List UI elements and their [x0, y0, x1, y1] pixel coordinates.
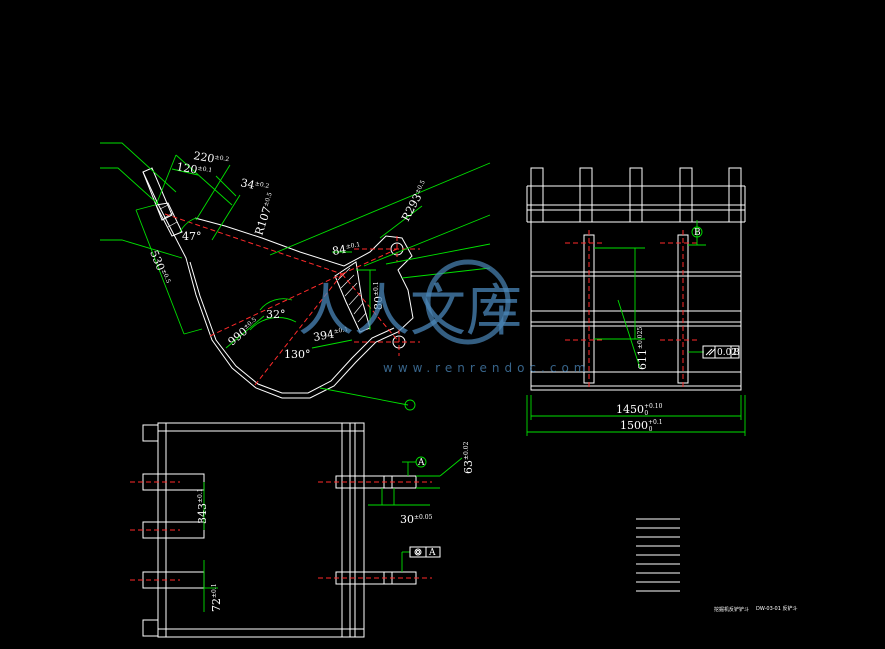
bucket-inner-profile [189, 261, 395, 394]
title-code: DW-03-01 反铲斗 [756, 605, 798, 612]
coaxiality-ref: A [428, 548, 436, 558]
dim-611: 611±0.025 [636, 327, 649, 370]
parallelism-ref: B [733, 348, 740, 358]
top-body [142, 422, 417, 638]
front-dimension-lines [526, 220, 746, 436]
front-centerlines [565, 230, 700, 388]
datum-a-label: A [417, 458, 425, 468]
parallelism-value: 0.02 [717, 348, 737, 358]
dim-84: 84±0.1 [331, 240, 361, 258]
dim-343: 343±0.1 [196, 488, 209, 524]
centerline-b [209, 273, 343, 337]
datum-b-marker [691, 226, 703, 238]
front-blade [526, 185, 746, 223]
dim-80: 80±0.1 [372, 281, 385, 310]
top-centerlines [130, 481, 432, 581]
dim-r293: R293±0.5 [399, 178, 431, 223]
watermark: 人人文库 www.renrendoc.com [298, 259, 590, 375]
centerline-d [341, 248, 398, 275]
weld-hatching [159, 204, 367, 323]
dim-120: 120±0.1 [175, 160, 212, 179]
watermark-logo-circle [425, 259, 511, 345]
watermark-text: 人人文库 [298, 279, 522, 344]
dim-394: 394±0.1 [312, 325, 349, 344]
bucket-outer-profile [142, 171, 414, 399]
dim-63: 63±0.02 [462, 441, 475, 474]
dim-34: 34±0.2 [239, 176, 270, 195]
side-view-dimension-lines [100, 142, 491, 406]
tech-notes-lines [636, 518, 680, 592]
coaxiality-frame: A [409, 546, 441, 558]
tooth-hatched [155, 202, 183, 237]
top-view: A A 63±0.02 343±0.1 30±0.05 72±0.1 [130, 422, 475, 638]
parallelism-frame: 0.02 B [702, 345, 740, 359]
dim-72: 72±0.1 [210, 583, 223, 612]
front-teeth [530, 167, 742, 223]
dim-r107: R107±0.5 [252, 191, 278, 237]
angle-32: 32° [266, 308, 286, 321]
dim-30: 30±0.05 [400, 513, 433, 526]
datum-a-marker [415, 456, 427, 468]
centerline-e [341, 273, 400, 343]
tooth-tip [142, 167, 173, 221]
side-view: 220±0.2 120±0.1 34±0.2 R107±0.5 R293±0.5… [100, 142, 491, 411]
angle-47: 47° [182, 230, 202, 243]
section-marker [404, 399, 416, 411]
datum-b-label: B [694, 228, 701, 238]
top-dimension-lines [203, 457, 463, 612]
watermark-url: www.renrendoc.com [383, 361, 590, 375]
dim-220: 220±0.2 [192, 149, 229, 168]
title-name: 挖掘机反铲铲斗 [714, 606, 749, 613]
angle-130: 130° [284, 348, 311, 361]
centerline-a [164, 213, 343, 275]
